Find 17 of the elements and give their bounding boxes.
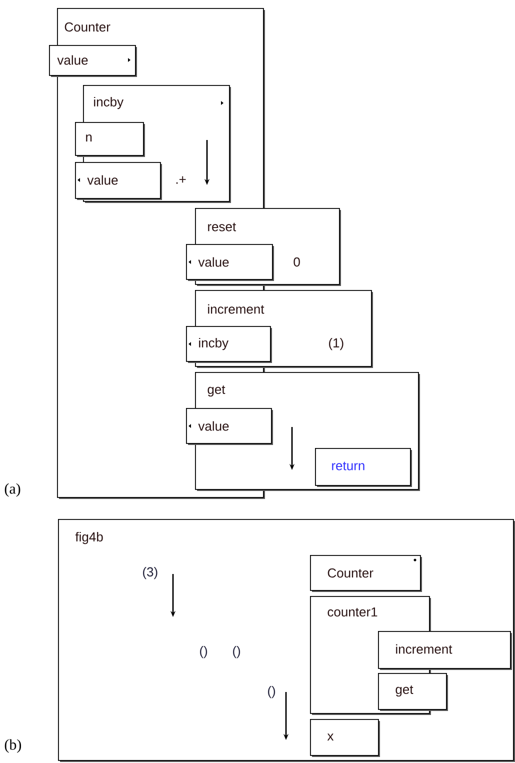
argument-label: () bbox=[266, 684, 277, 700]
slot-box: x bbox=[310, 719, 380, 757]
slot-box: incby bbox=[186, 326, 272, 363]
slot-box: return bbox=[315, 448, 412, 487]
slot-box: value bbox=[75, 162, 162, 200]
argument-label: () bbox=[198, 644, 209, 660]
slot-box: value bbox=[186, 244, 274, 281]
slot-box: value bbox=[186, 408, 273, 445]
panel-label: (a) bbox=[4, 483, 20, 497]
argument-label: (3) bbox=[141, 566, 160, 580]
panel-label: (b) bbox=[4, 739, 22, 753]
slot-box: value bbox=[49, 45, 137, 77]
argument-label: () bbox=[231, 644, 242, 660]
slot-box: n bbox=[75, 122, 145, 157]
slot-box: Counter bbox=[310, 555, 422, 592]
slot-box: increment bbox=[378, 631, 512, 670]
slot-box: get bbox=[378, 673, 448, 711]
